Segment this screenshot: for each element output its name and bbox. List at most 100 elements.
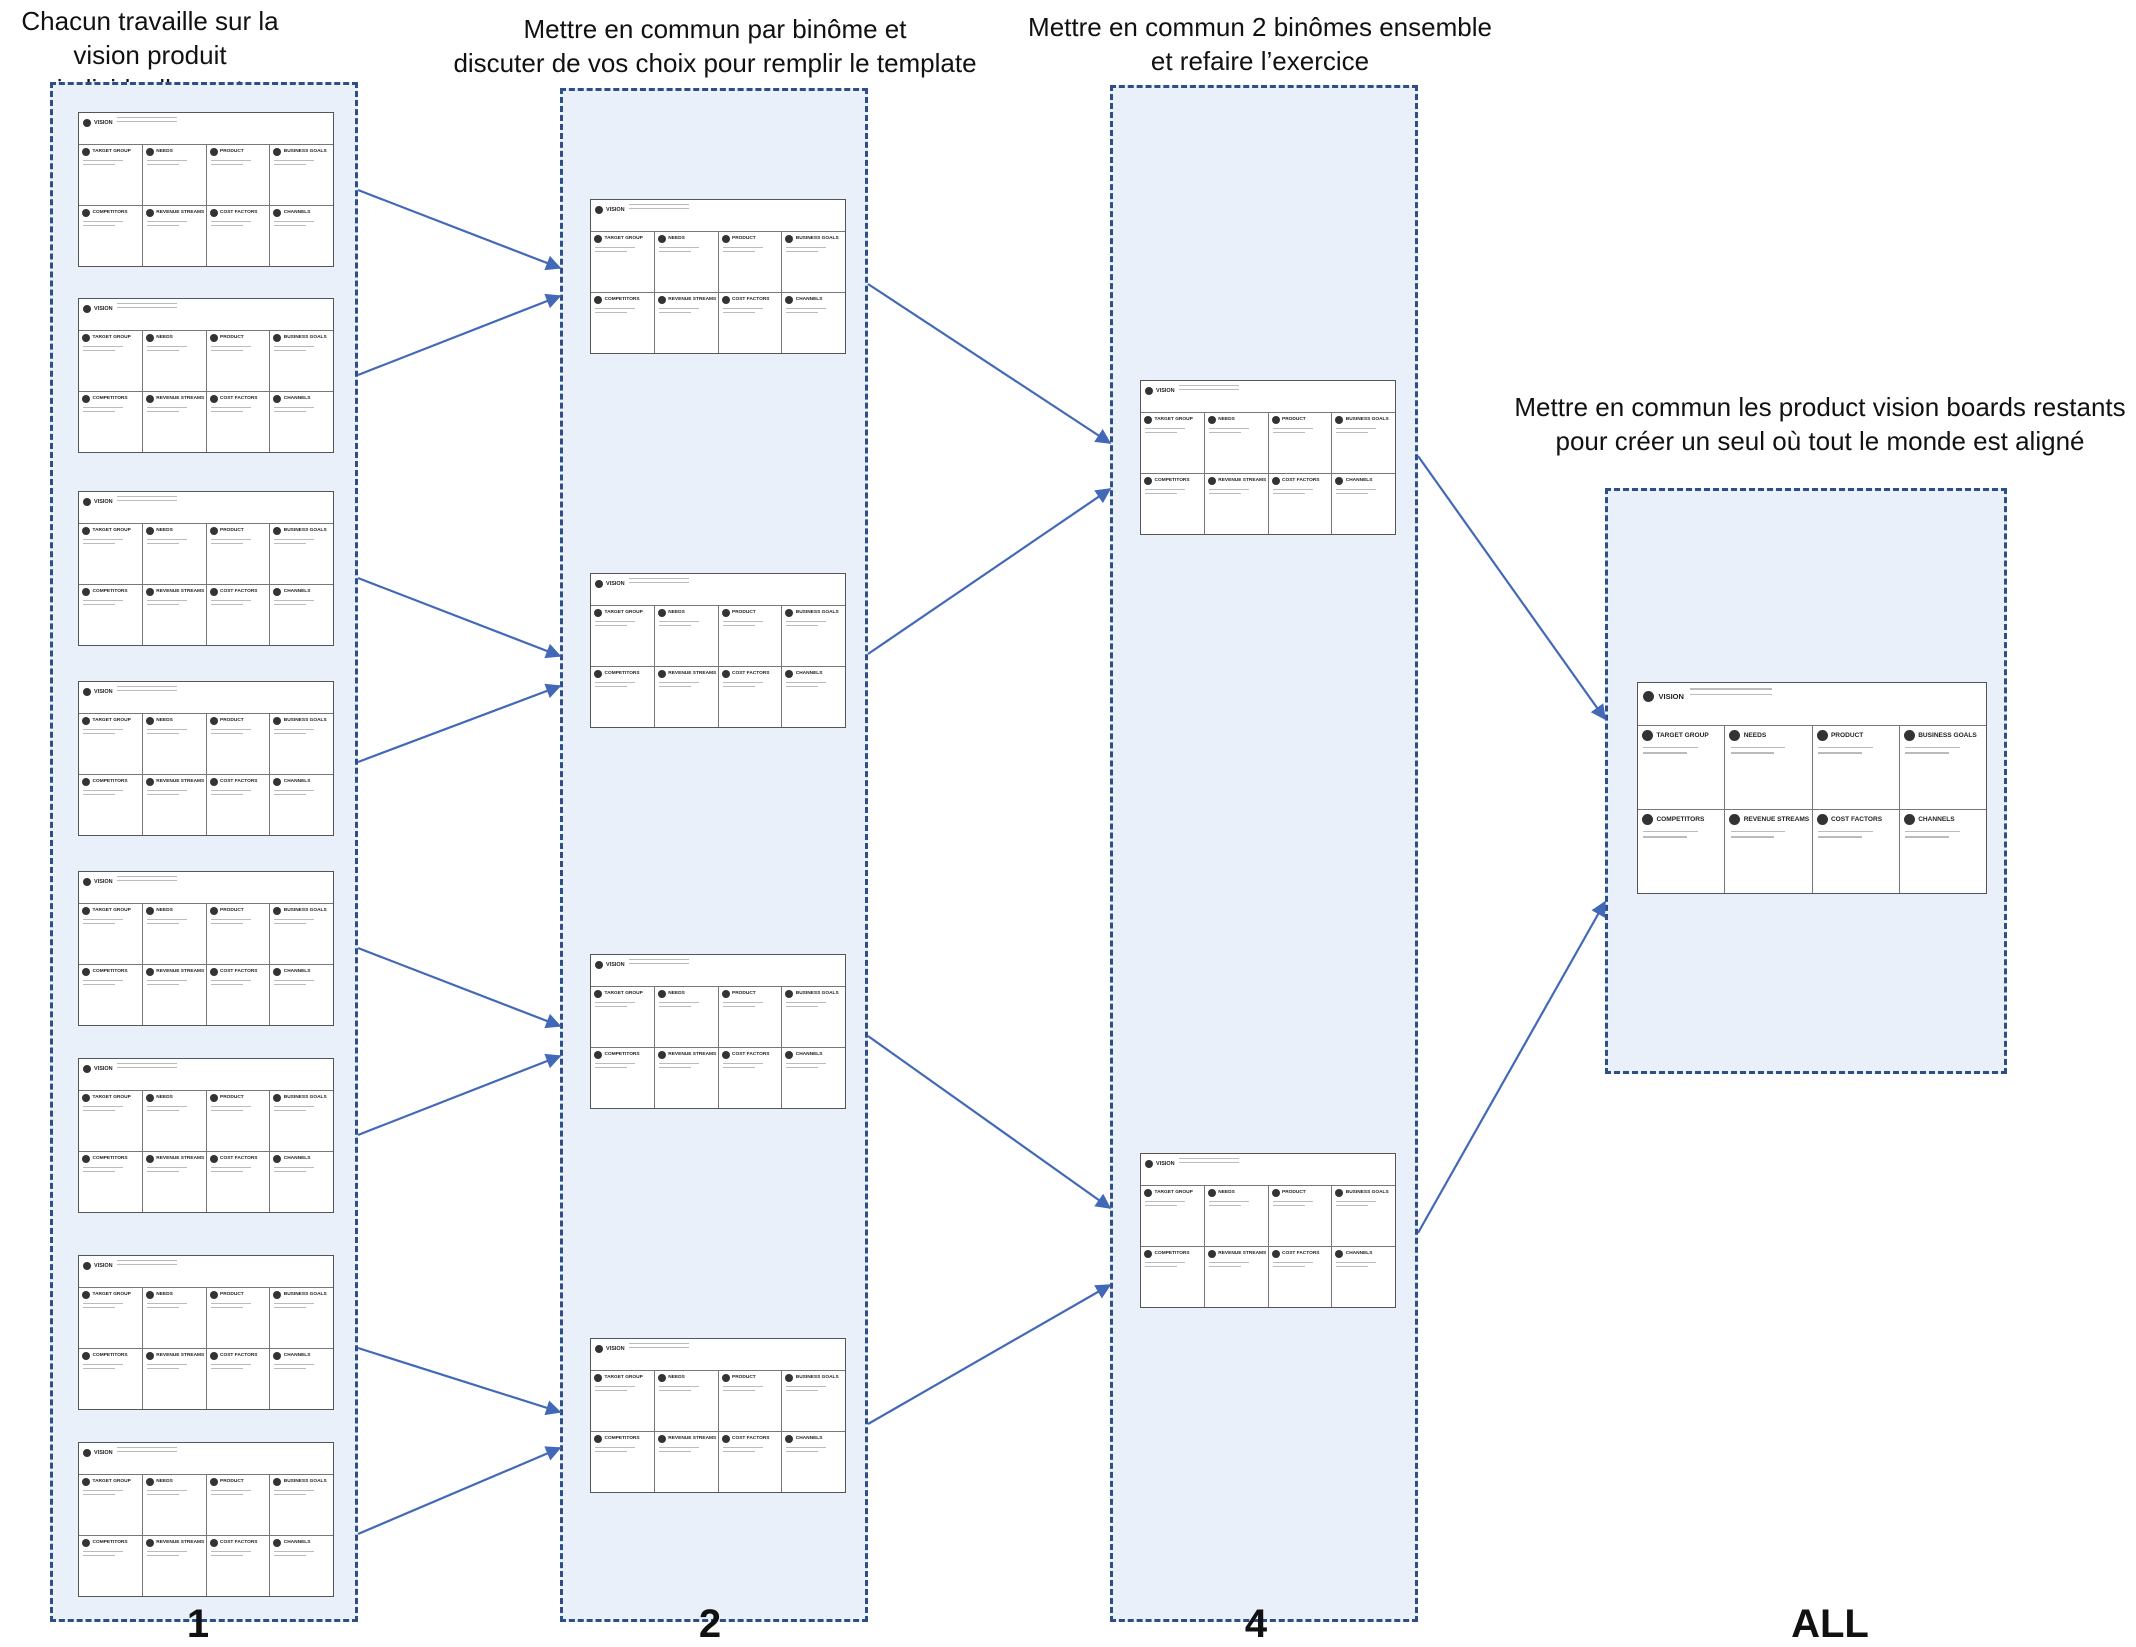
board-cell-channels: CHANNELS [270, 391, 333, 452]
cell-title: COMPETITORS [82, 777, 128, 786]
cell-title-text: REVENUE STREAMS [668, 671, 717, 677]
cell-title: REVENUE STREAMS [1207, 476, 1266, 485]
cell-prompt-lines [722, 681, 763, 690]
business-goals-icon [785, 608, 794, 617]
target-group-icon [82, 333, 90, 342]
cell-title: COMPETITORS [82, 208, 128, 217]
cell-title-text: PRODUCT [220, 528, 244, 534]
cell-title-text: NEEDS [668, 236, 685, 242]
cell-title-text: REVENUE STREAMS [156, 210, 205, 216]
cell-title-text: COMPETITORS [92, 396, 128, 402]
revenue-streams-icon [145, 1351, 154, 1360]
cell-title-text: REVENUE STREAMS [1218, 1251, 1267, 1257]
cell-title: NEEDS [145, 716, 173, 725]
cell-title-text: CHANNELS [283, 1540, 311, 1546]
business-goals-icon [1903, 730, 1915, 742]
vision-title: VISION [94, 1450, 113, 1456]
cell-title-text: NEEDS [1743, 732, 1767, 740]
board-cell-target-group: TARGET GROUP [79, 712, 143, 774]
needs-icon [145, 716, 154, 725]
product-icon [209, 526, 218, 535]
cell-prompt-lines [722, 1062, 763, 1071]
board-cell-needs: NEEDS [143, 143, 207, 205]
cell-title: BUSINESS GOALS [1335, 1188, 1389, 1197]
cell-title-text: COST FACTORS [732, 1052, 770, 1058]
board-cell-channels: CHANNELS [782, 1431, 845, 1492]
product-icon [209, 1093, 218, 1102]
cell-prompt-lines [146, 1489, 187, 1498]
board-cell-needs: NEEDS [655, 1369, 719, 1431]
business-goals-icon [1335, 1188, 1344, 1197]
competitors-icon [594, 669, 602, 678]
vision-prompt-lines [117, 1447, 177, 1454]
board-cell-competitors: COMPETITORS [79, 204, 143, 266]
vision-icon [595, 961, 603, 969]
revenue-streams-icon [1207, 476, 1216, 485]
competitors-icon [82, 1538, 90, 1547]
competitors-icon [82, 1351, 90, 1360]
target-group-icon [1642, 730, 1654, 742]
cell-title-text: COMPETITORS [92, 969, 128, 975]
vision-icon [1145, 1160, 1153, 1168]
cell-prompt-lines [83, 789, 123, 798]
cell-title-text: NEEDS [668, 1375, 685, 1381]
cell-prompt-lines [274, 1363, 315, 1372]
cell-title-text: TARGET GROUP [1154, 1190, 1193, 1196]
target-group-icon [594, 1373, 602, 1382]
revenue-streams-icon [145, 967, 154, 976]
needs-icon [657, 234, 666, 243]
cell-title: CHANNELS [273, 208, 310, 217]
cost-factors-icon [1271, 476, 1280, 485]
cell-title: NEEDS [145, 1290, 173, 1299]
cell-title: NEEDS [145, 333, 173, 342]
channels-icon [273, 1538, 282, 1547]
cell-prompt-lines [146, 979, 187, 988]
cell-title-text: CHANNELS [1345, 478, 1373, 484]
needs-icon [145, 906, 154, 915]
cell-title-text: PRODUCT [220, 718, 244, 724]
cell-title-text: TARGET GROUP [604, 991, 643, 997]
competitors-icon [594, 1050, 602, 1059]
cell-prompt-lines [1730, 830, 1786, 842]
vision-label: VISION [83, 1262, 113, 1270]
cell-title: COMPETITORS [594, 1434, 640, 1443]
board-cell-target-group: TARGET GROUP [591, 1369, 655, 1431]
vision-label: VISION [83, 688, 113, 696]
vision-prompt-lines [1179, 1158, 1239, 1165]
cell-prompt-lines [83, 1489, 123, 1498]
board-cell-needs: NEEDS [143, 522, 207, 584]
board-cell-competitors: COMPETITORS [591, 1046, 655, 1108]
channels-icon [1335, 476, 1344, 485]
cell-prompt-lines [1336, 1261, 1377, 1270]
cell-title-text: BUSINESS GOALS [283, 908, 327, 914]
vision-label: VISION [83, 119, 113, 127]
board-cell-cost-factors: COST FACTORS [719, 1430, 783, 1492]
vision-title: VISION [1658, 692, 1684, 702]
cell-prompt-lines [146, 1166, 187, 1175]
cell-title: COST FACTORS [209, 1351, 258, 1360]
vision-title: VISION [1156, 388, 1175, 394]
cell-title-text: COST FACTORS [220, 1540, 258, 1546]
cost-factors-icon [209, 587, 218, 596]
board-cell-cost-factors: COST FACTORS [207, 1534, 271, 1596]
cell-title: TARGET GROUP [82, 1290, 131, 1299]
cell-title-text: NEEDS [156, 1292, 173, 1298]
vision-title: VISION [94, 1066, 113, 1072]
cell-title: CHANNELS [273, 587, 310, 596]
cell-title-text: CHANNELS [795, 671, 823, 677]
board-cell-product: PRODUCT [207, 329, 271, 391]
cell-title: CHANNELS [785, 1434, 822, 1443]
cell-prompt-lines [722, 620, 763, 629]
business-goals-icon [273, 716, 282, 725]
cell-prompt-lines [83, 1302, 123, 1311]
cell-prompt-lines [722, 1001, 763, 1010]
cell-prompt-lines [210, 538, 251, 547]
